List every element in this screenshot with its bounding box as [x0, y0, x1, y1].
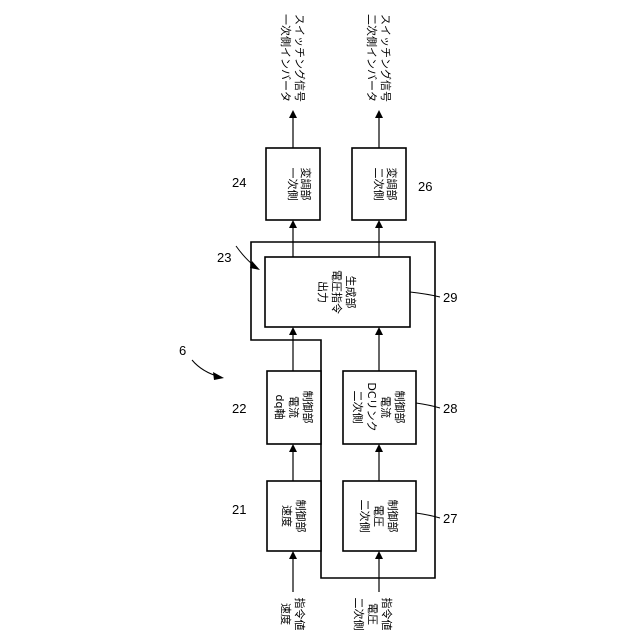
secondary-dc-link-current-control-line-3: 電流	[379, 396, 393, 418]
secondary-voltage-command-line-3: 指令値	[380, 598, 394, 631]
dq-current-control-line-3: 制御部	[301, 391, 315, 424]
speed-command-line-1: 速度	[279, 603, 293, 625]
dq-current-control-line-2: 電流	[287, 396, 301, 418]
figure-number: 6	[179, 343, 186, 358]
secondary-dc-link-current-control-line-4: 制御部	[393, 391, 407, 424]
primary-switching-signal-label: 一次側インバータ スイッチング信号	[279, 14, 307, 102]
primary-modulator-line-1: 一次側	[286, 168, 300, 201]
secondary-voltage-control-line-1: 二次側	[358, 500, 372, 533]
secondary-voltage-command-label: 二次側 電圧 指令値	[352, 598, 394, 631]
secondary-voltage-command-line-1: 二次側	[352, 598, 366, 631]
ref-29: 29	[443, 290, 457, 305]
ref-24: 24	[232, 175, 246, 190]
output-voltage-command-generator-line-2: 電圧指令	[330, 270, 344, 314]
secondary-voltage-control-line-2: 電圧	[372, 505, 385, 527]
speed-control-line-2: 制御部	[294, 500, 308, 533]
output-voltage-command-generator-line-1: 出力	[316, 281, 330, 303]
ref-22: 22	[232, 401, 246, 416]
secondary-voltage-control-line-3: 制御部	[386, 500, 400, 533]
primary-modulator-label: 一次側 変調部	[286, 168, 313, 201]
primary-switching-signal-line-1: 一次側インバータ	[279, 14, 293, 102]
speed-command-label: 速度 指令値	[279, 598, 307, 631]
speed-command-line-2: 指令値	[293, 598, 307, 631]
output-voltage-command-generator-line-3: 生成部	[344, 276, 358, 309]
secondary-switching-signal-label: 二次側インバータ スイッチング信号	[365, 14, 393, 102]
ref-27: 27	[443, 511, 457, 526]
ref-21: 21	[232, 502, 246, 517]
secondary-voltage-command-line-2: 電圧	[366, 603, 379, 625]
ref-26: 26	[418, 179, 432, 194]
secondary-modulator-label: 二次側 変調部	[372, 168, 399, 201]
speed-control-block	[267, 481, 321, 551]
ref-28: 28	[443, 401, 457, 416]
secondary-dc-link-current-control-line-1: 二次側	[351, 391, 365, 424]
ref-23: 23	[217, 250, 231, 265]
primary-modulator-line-2: 変調部	[299, 168, 313, 201]
secondary-switching-signal-line-1: 二次側インバータ	[365, 14, 379, 102]
speed-control-line-1: 速度	[280, 505, 294, 527]
secondary-switching-signal-line-2: スイッチング信号	[379, 14, 393, 102]
secondary-modulator-line-2: 変調部	[385, 168, 399, 201]
secondary-modulator-line-1: 二次側	[372, 168, 386, 201]
primary-switching-signal-line-2: スイッチング信号	[293, 14, 307, 102]
dq-current-control-line-1: dq軸	[273, 395, 287, 420]
secondary-dc-link-current-control-line-2: DCリンク	[365, 382, 378, 431]
